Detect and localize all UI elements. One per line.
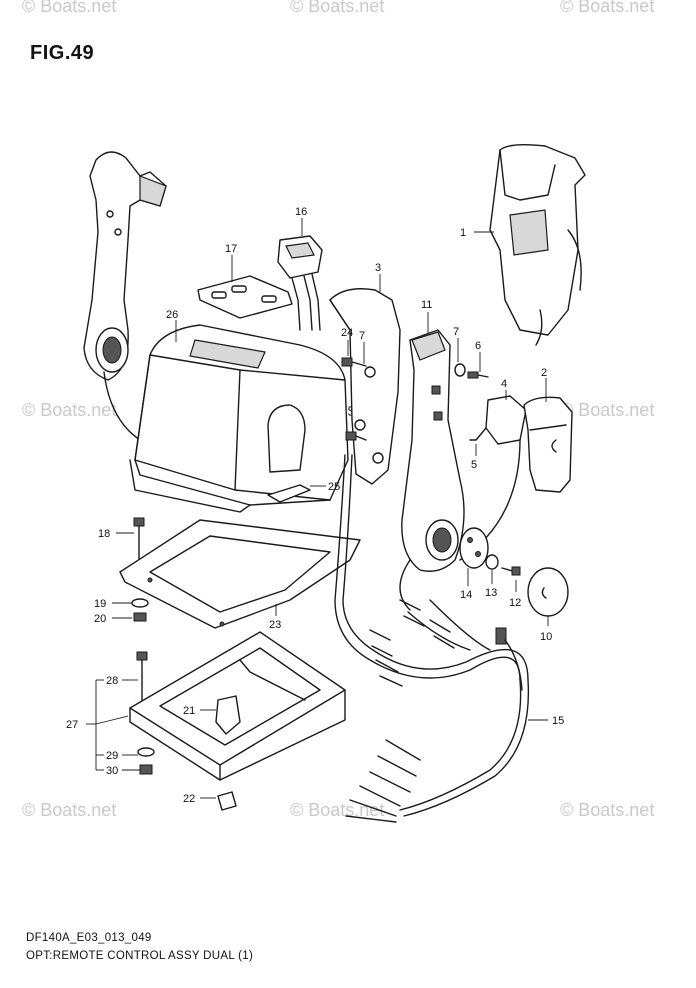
callout-15: 15 [552,715,564,727]
remote-control-assembly [489,143,586,346]
diagram-code: DF140A_E03_013_049 [26,932,152,944]
watermark: © Boats.net [22,0,117,16]
callout-23: 23 [269,619,281,631]
callout-1: 1 [460,227,466,239]
clip [217,791,237,811]
callout-7b: 7 [359,330,365,342]
callout-20: 20 [94,613,106,625]
insert [215,695,241,735]
callout-14: 14 [460,589,472,601]
watermark: © Boats.net [560,800,655,820]
callout-28: 28 [106,675,118,687]
handle-grip [523,396,573,493]
watermark: © Boats.net [560,400,655,420]
switch-plate [197,275,293,319]
gasket-plate [119,519,361,629]
callout-30: 30 [106,765,118,777]
left-control-lever [83,151,167,441]
callout-29: 29 [106,750,118,762]
callout-2: 2 [541,367,547,379]
base-fasteners [136,651,155,775]
watermark: © Boats.net [290,0,385,16]
callout-17: 17 [225,243,237,255]
callout-25: 25 [328,481,340,493]
callout-22: 22 [183,793,195,805]
callout-6: 6 [475,340,481,352]
watermark: © Boats.net [22,400,117,420]
trim-switch [277,235,323,331]
callout-5: 5 [471,459,477,471]
callout-24: 24 [341,327,353,339]
housing-cover [129,324,349,513]
watermark: © Boats.net [22,800,117,820]
callout-10: 10 [540,631,552,643]
callout-3: 3 [375,262,381,274]
bracket [329,288,401,485]
callout-13: 13 [485,587,497,599]
callout-7a: 7 [453,326,459,338]
watermark: © Boats.net [290,800,385,820]
callout-16: 16 [295,206,307,218]
callout-27: 27 [66,719,78,731]
callout-26: 26 [166,309,178,321]
lever-washer-set [459,527,569,617]
callout-18: 18 [98,528,110,540]
nut [133,612,147,622]
callout-19: 19 [94,598,106,610]
washer [131,598,149,608]
callout-12: 12 [509,597,521,609]
callout-4: 4 [501,378,507,390]
callout-11: 11 [421,299,432,311]
bolts [341,357,489,441]
right-lever-arm [399,329,465,611]
watermark: © Boats.net [560,0,655,16]
small-plate [267,484,311,503]
diagram-caption: OPT:REMOTE CONTROL ASSY DUAL (1) [26,950,254,962]
callout-labels: 1 2 3 4 5 6 7 7 10 11 12 13 14 [66,206,564,805]
figure-title: FIG.49 [30,42,95,64]
wiring-harness [334,454,530,823]
callout-21: 21 [183,705,195,717]
